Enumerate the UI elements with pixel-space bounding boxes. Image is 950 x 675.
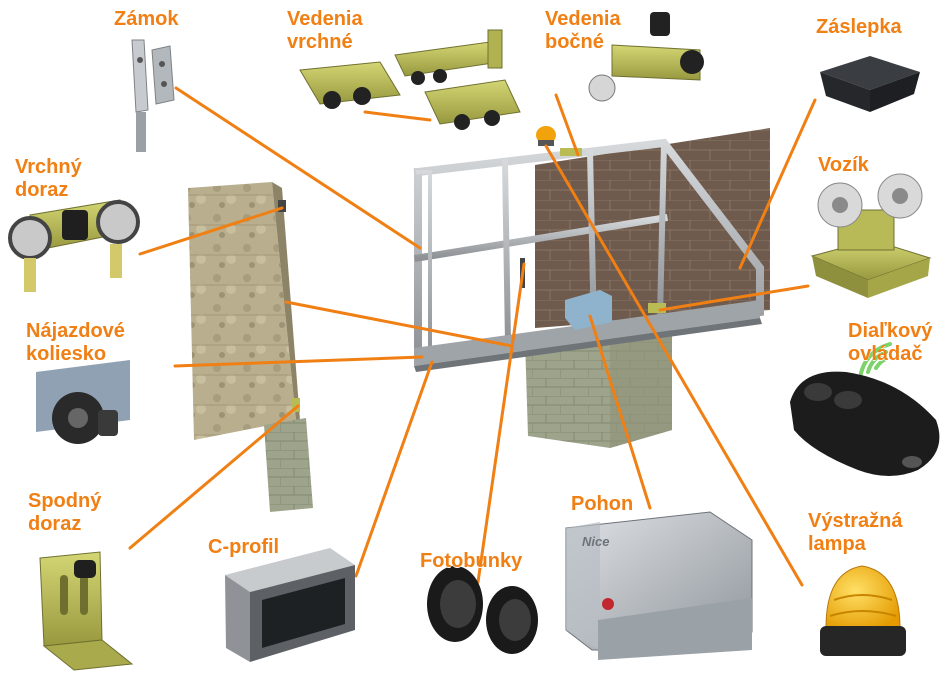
label-spodny-doraz-line2: doraz (28, 513, 82, 535)
leader-pohon (588, 314, 652, 510)
label-vedenia-vrchne: Vedenia vrchné (287, 8, 363, 54)
label-vozik: Vozík (818, 154, 869, 176)
scene-lamp (536, 126, 556, 144)
signal-waves-icon (858, 342, 892, 380)
carriage-image (810, 173, 932, 298)
leader-vrchne (363, 110, 432, 122)
gate-bottom-rail (414, 300, 760, 366)
label-dialkovy-ovladac: Diaľkový ovládač (848, 320, 932, 366)
scene-motor (565, 290, 612, 330)
leader-pillar (284, 300, 514, 348)
leader-cprofil (354, 360, 434, 578)
warning-lamp-image (820, 565, 906, 656)
gate-motor-image: Nice (565, 511, 753, 660)
label-fotobunky: Fotobunky (420, 550, 523, 572)
label-vedenia-bocne-line1: Vedenia (545, 8, 621, 30)
label-zaslepka: Záslepka (816, 16, 902, 38)
leader-vozik (658, 284, 810, 312)
gate-scene (188, 126, 770, 512)
label-zamok: Zámok (114, 8, 179, 30)
label-spodny-doraz: Spodný doraz (28, 490, 101, 536)
leader-spodny-doraz (128, 404, 300, 550)
leader-fotobunky (476, 262, 526, 584)
label-vystrazna-lampa: Výstražná lampa (808, 510, 903, 556)
label-vrchny-doraz: Vrchný doraz (15, 156, 82, 202)
lower-stop-image (39, 551, 134, 671)
leader-lampa (544, 144, 804, 587)
label-dialkovy-ovladac-line1: Diaľkový (848, 320, 933, 342)
c-profile-image (225, 548, 355, 662)
lock-image (131, 39, 175, 152)
label-vrchny-doraz-line2: doraz (15, 179, 69, 201)
label-vedenia-vrchne-line2: vrchné (287, 31, 353, 53)
upper-guides-image (299, 29, 521, 130)
label-vedenia-vrchne-line1: Vedenia (287, 8, 363, 30)
brand-label: Nice (582, 534, 609, 549)
label-vedenia-bocne-line2: bočné (545, 31, 604, 53)
leader-bocne (554, 93, 580, 157)
label-najazdove-koliesko: Nájazdové koliesko (26, 320, 125, 366)
label-pohon: Pohon (571, 493, 634, 515)
leader-zaslepka (738, 98, 817, 270)
guide-roller-image (36, 360, 130, 444)
label-najazdove-koliesko-line1: Nájazdové (26, 320, 125, 342)
label-najazdove-koliesko-line2: koliesko (26, 343, 107, 365)
remote-control-image (790, 342, 940, 476)
label-spodny-doraz-line1: Spodný (28, 490, 102, 512)
leader-lines (128, 86, 817, 587)
side-guides-image (588, 12, 704, 102)
label-vrchny-doraz-line1: Vrchný (15, 156, 82, 178)
upper-stop-image (8, 199, 140, 292)
end-cap-image (820, 56, 920, 112)
pillar-base (264, 418, 313, 512)
label-vystrazna-lampa-line1: Výstražná (808, 510, 903, 532)
label-dialkovy-ovladac-line2: ovládač (848, 343, 923, 365)
label-vystrazna-lampa-line2: lampa (808, 533, 866, 555)
leader-koliesko (173, 355, 424, 368)
stone-pillar (188, 182, 296, 440)
photocells-image (427, 566, 538, 654)
label-vedenia-bocne: Vedenia bočné (545, 8, 621, 54)
leader-zamok (174, 86, 422, 250)
label-c-profil: C-profil (208, 536, 280, 558)
leader-vrchny-doraz (138, 206, 284, 256)
